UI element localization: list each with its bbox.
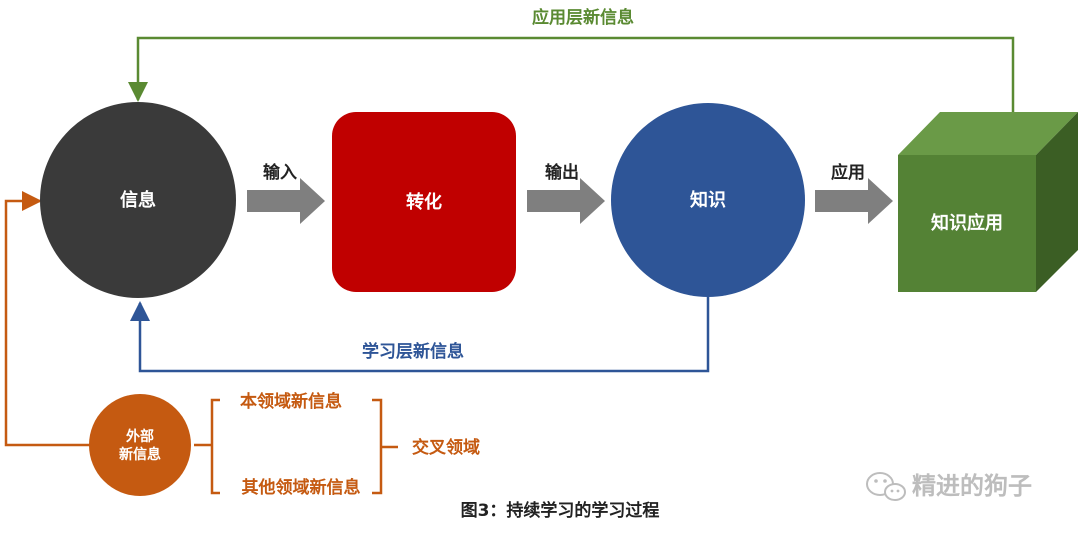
watermark-text: 精进的狗子	[912, 472, 1032, 500]
info-node	[40, 102, 236, 298]
knowledge-node-label: 知识	[690, 189, 726, 211]
apply-arrow	[815, 178, 893, 224]
output-arrow	[527, 178, 605, 224]
wechat-icon	[866, 472, 906, 501]
external-info-label-line2: 新信息	[119, 446, 161, 463]
knowledge-node	[611, 103, 805, 297]
application-feedback-line	[128, 36, 1015, 112]
info-node-label: 信息	[120, 189, 156, 211]
knowledge-application-label: 知识应用	[931, 212, 1003, 234]
output-arrow-label: 输出	[545, 162, 579, 183]
external-sources-right-bracket	[372, 398, 398, 495]
cube-front-face	[898, 155, 1036, 292]
cube-top-face	[898, 112, 1078, 155]
learning-feedback-line	[130, 297, 710, 373]
cross-domain-label: 交叉领域	[412, 437, 480, 458]
input-arrow-label: 输入	[263, 162, 297, 183]
apply-arrow-label: 应用	[831, 162, 865, 183]
same-domain-info: 本领域新信息	[240, 391, 342, 412]
input-arrow	[247, 178, 325, 224]
other-domain-info: 其他领域新信息	[242, 477, 361, 498]
transform-node-label: 转化	[406, 191, 442, 213]
external-info-label-line1: 外部	[126, 428, 154, 445]
external-info-node	[89, 394, 191, 496]
learning-feedback-label: 学习层新信息	[362, 341, 464, 362]
cube-side-face	[1036, 112, 1078, 292]
figure-caption: 图3：持续学习的学习过程	[461, 500, 660, 521]
external-sources-left-bracket	[194, 398, 220, 495]
knowledge-application-node	[898, 112, 1078, 292]
transform-node	[332, 112, 516, 292]
external-input-line	[4, 191, 90, 447]
application-feedback-label: 应用层新信息	[532, 7, 634, 28]
